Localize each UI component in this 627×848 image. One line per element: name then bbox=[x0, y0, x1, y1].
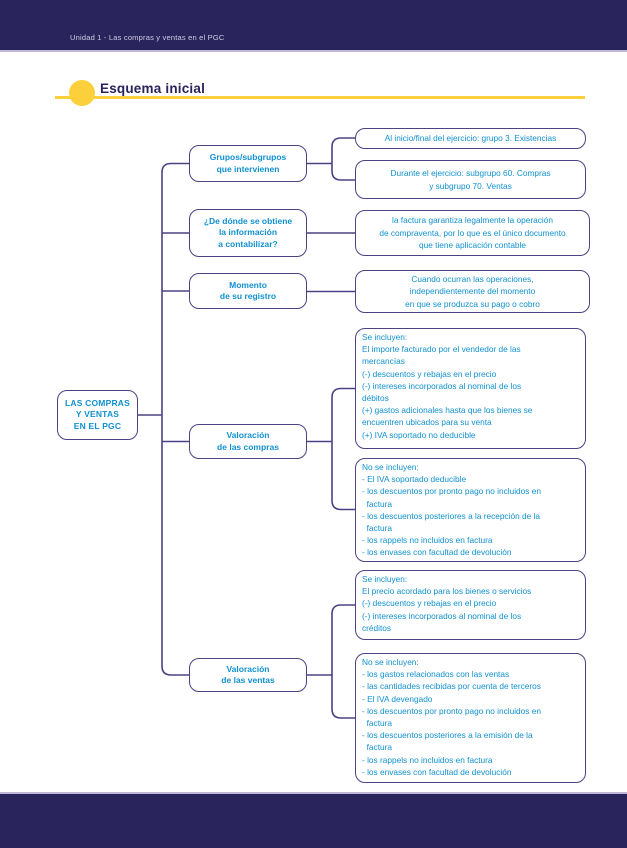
root-node-compras-ventas-pgc: LAS COMPRAS Y VENTAS EN EL PGC bbox=[57, 390, 138, 440]
leaf-node-durante-ejercicio: Durante el ejercicio: subgrupo 60. Compr… bbox=[355, 160, 586, 199]
branch-node-momento-registro: Momento de su registro bbox=[189, 273, 307, 309]
section-bullet-icon bbox=[69, 80, 95, 106]
branch-node-origen-informacion: ¿De dónde se obtiene la información a co… bbox=[189, 209, 307, 257]
leaf-node-cuando-ocurran: Cuando ocurran las operaciones, independ… bbox=[355, 270, 590, 313]
leaf-node-compras-no-se-incluyen: No se incluyen: - El IVA soportado deduc… bbox=[355, 458, 586, 562]
branch-node-grupos-subgrupos: Grupos/subgrupos que intervienen bbox=[189, 145, 307, 182]
branch-node-valoracion-compras: Valoración de las compras bbox=[189, 424, 307, 459]
page-header-bar: Unidad 1 - Las compras y ventas en el PG… bbox=[0, 0, 627, 50]
footer-divider bbox=[0, 792, 627, 794]
leaf-node-ventas-no-se-incluyen: No se incluyen: - los gastos relacionado… bbox=[355, 653, 586, 783]
leaf-node-inicio-final-ejercicio: Al inicio/final del ejercicio: grupo 3. … bbox=[355, 128, 586, 149]
leaf-node-ventas-se-incluyen: Se incluyen: El precio acordado para los… bbox=[355, 570, 586, 640]
header-divider bbox=[0, 50, 627, 52]
section-title: Esquema inicial bbox=[100, 81, 206, 96]
section-title-underline bbox=[55, 96, 585, 99]
leaf-node-compras-se-incluyen: Se incluyen: El importe facturado por el… bbox=[355, 328, 586, 449]
unit-header: Unidad 1 - Las compras y ventas en el PG… bbox=[70, 33, 225, 42]
branch-node-valoracion-ventas: Valoración de las ventas bbox=[189, 658, 307, 692]
page-footer-bar bbox=[0, 794, 627, 848]
leaf-node-factura: la factura garantiza legalmente la opera… bbox=[355, 210, 590, 256]
